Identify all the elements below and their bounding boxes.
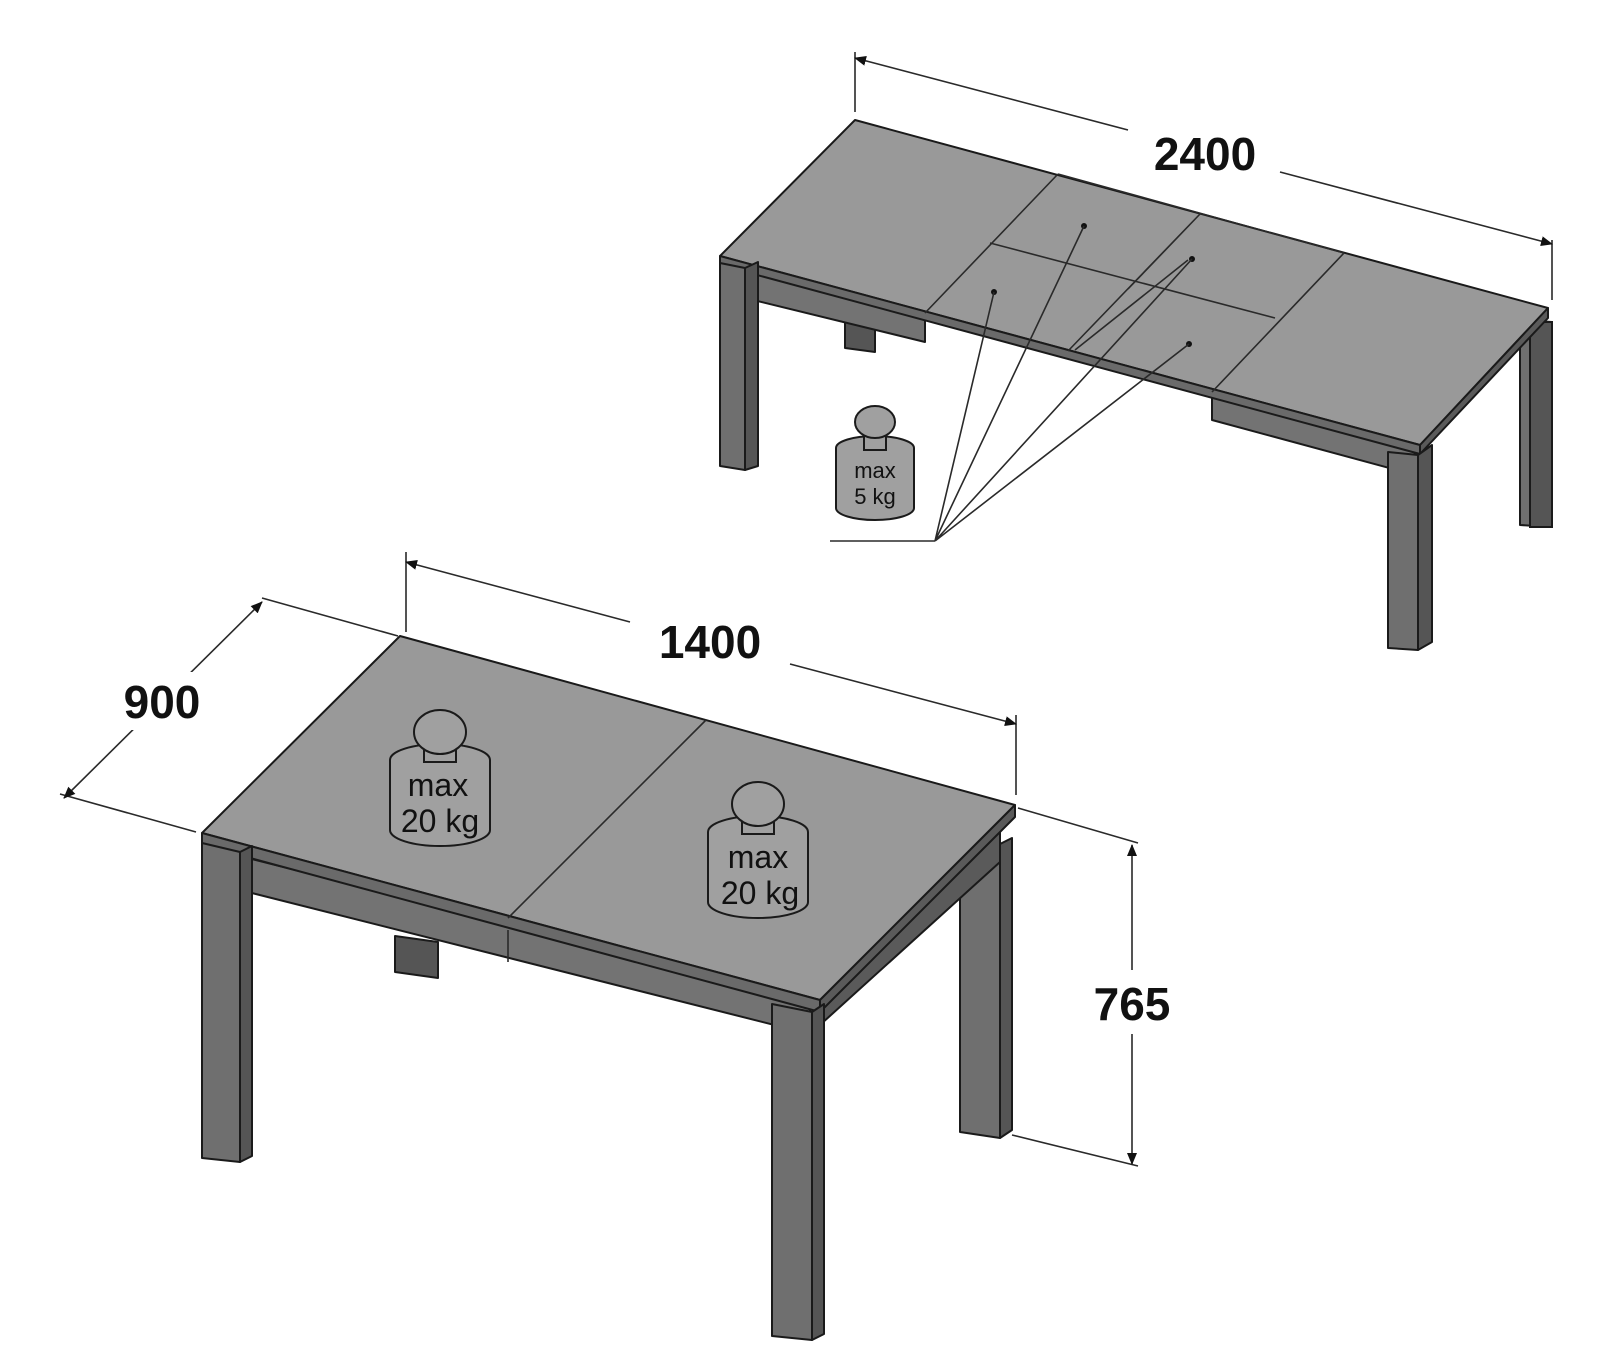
closed-height-dimension: 765: [1011, 807, 1171, 1167]
ext-front-leg-right-side: [1417, 444, 1433, 651]
closed-front-leg-left-side: [239, 845, 253, 1163]
closed-front-leg-right-side: [811, 1003, 825, 1341]
extended-table: max 5 kg 2400: [719, 52, 1553, 651]
closed-length-label: 1400: [659, 616, 761, 668]
closed-back-leg-left: [394, 935, 439, 979]
closed-weight-left-line1: max: [408, 767, 468, 803]
ext-leaf-line-mid: [1074, 259, 1189, 351]
closed-length-dimension: 1400: [405, 552, 1017, 795]
ext-weight-icon: max 5 kg: [835, 405, 915, 521]
closed-front-leg-right: [771, 1003, 813, 1341]
closed-depth-label: 900: [124, 676, 201, 728]
ext-back-leg-right-side: [1529, 321, 1553, 528]
closed-back-leg-right-side: [999, 837, 1013, 1139]
closed-depth-dimension: 900: [59, 597, 399, 833]
ext-front-leg-right: [1387, 451, 1419, 651]
ext-weight-line2: 5 kg: [854, 484, 896, 509]
ext-front-leg-left: [719, 262, 746, 471]
ext-top-edge-side: [1419, 307, 1549, 455]
closed-height-label: 765: [1094, 978, 1171, 1030]
ext-load-leaders: [830, 223, 1195, 542]
closed-table: max 20 kg max 20 kg 1400 900: [59, 552, 1171, 1341]
closed-weight-right-line2: 20 kg: [721, 875, 799, 911]
closed-weight-right-line1: max: [728, 839, 788, 875]
closed-weight-left-line2: 20 kg: [401, 803, 479, 839]
closed-weight-right: max 20 kg: [707, 781, 809, 919]
ext-front-leg-left-side: [744, 261, 759, 471]
closed-front-leg-left: [201, 842, 241, 1163]
closed-weight-left: max 20 kg: [389, 709, 491, 847]
ext-length-label: 2400: [1154, 128, 1256, 180]
closed-split-line: [507, 719, 707, 919]
ext-length-dimension: 2400: [854, 52, 1553, 300]
ext-weight-line1: max: [854, 458, 896, 483]
ext-leaf-lines: [924, 173, 1345, 393]
